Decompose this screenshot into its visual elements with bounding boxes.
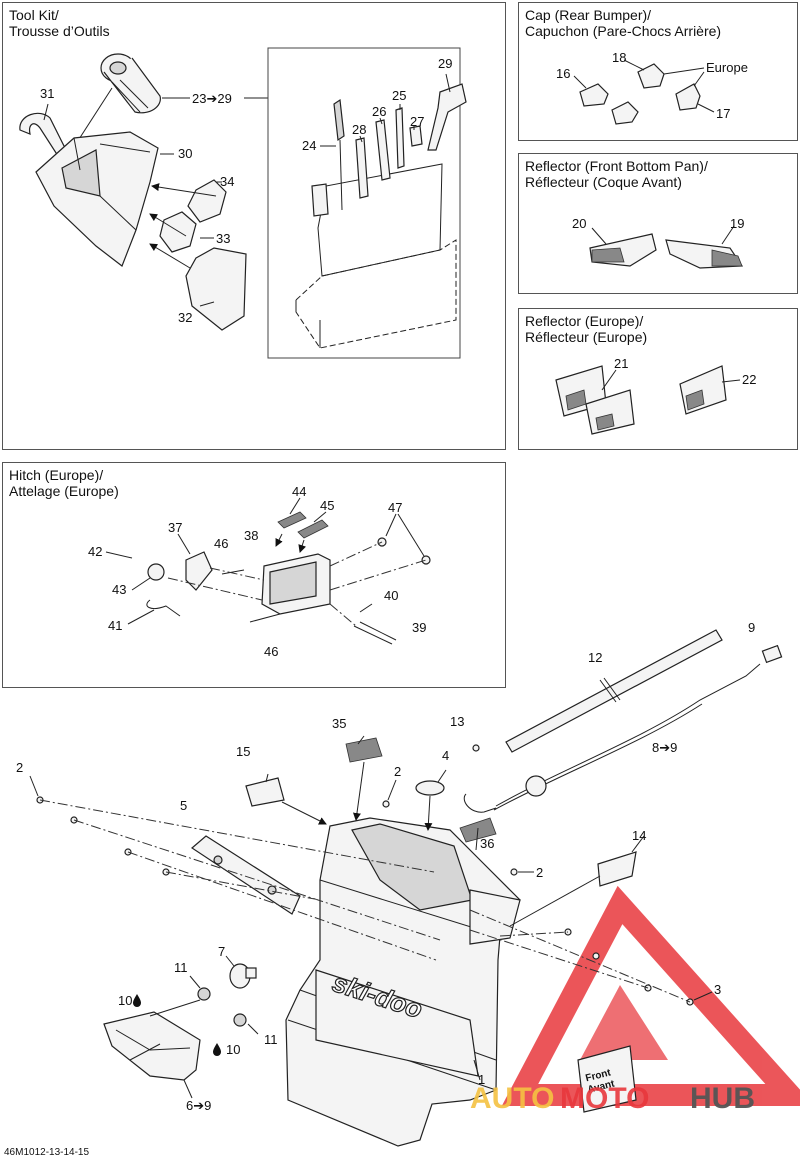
reflector-front-panel: Reflector (Front Bottom Pan)/ Réflecteur… [518,153,798,294]
callout: 17 [716,106,730,121]
callout: 25 [392,88,406,103]
cap-europe-label: Europe [706,60,748,75]
callouts-cap: 18 16 17 Europe [556,50,748,121]
callout: 37 [168,520,182,535]
callout: 15 [236,744,250,759]
figure-code: 46M1012-13-14-15 [4,1147,89,1158]
callout: 16 [556,66,570,81]
callout: 22 [742,372,756,387]
reflector-europe-title: Reflector (Europe)/ Réflecteur (Europe) [525,313,648,345]
tool-case-30 [35,131,159,267]
watermark-triangle [501,885,800,1106]
callout: 5 [180,798,187,813]
callout: 6➔9 [186,1098,211,1113]
watermark-moto: MOTO [560,1082,649,1115]
callout: 36 [480,836,494,851]
callout: 8➔9 [652,740,677,755]
callout: 31 [40,86,54,101]
callout: 9 [748,620,755,635]
callout: 10 [226,1042,240,1057]
callout: 45 [320,498,334,513]
drop-icon [213,1043,221,1056]
callout: 32 [178,310,192,325]
callout: 12 [588,650,602,665]
drop-icon [133,994,141,1007]
callouts-reflector-europe: 21 22 [614,356,756,387]
callouts-main: 9 12 13 8➔9 35 4 15 2 2 5 36 14 2 7 11 3… [16,620,755,1113]
callout: 43 [112,582,126,597]
callout: 41 [108,618,122,633]
callout: 11 [174,960,188,975]
callout: 34 [220,174,234,189]
tool-bag-cylinder [100,53,161,114]
callout: 27 [410,114,424,129]
callout: 7 [218,944,225,959]
callout: 21 [614,356,628,371]
cap-title: Cap (Rear Bumper)/ Capuchon (Pare-Chocs … [525,7,722,39]
cap-drawing [573,59,715,125]
callout: 30 [178,146,192,161]
callout: 46 [264,644,278,659]
callout: 39 [412,620,426,635]
callouts-reflector-front: 20 19 [572,216,744,231]
callout: 19 [730,216,744,231]
callout: 20 [572,216,586,231]
hitch-panel: Hitch (Europe)/ Attelage (Europe) [2,462,506,688]
callout: 2 [536,865,543,880]
callout: 2 [16,760,23,775]
callout: 18 [612,50,626,65]
main-assembly-drawing [29,629,783,1147]
callout: 10 [118,993,132,1008]
callout: 35 [332,716,346,731]
tool-kit-drawing [19,47,467,359]
callout: 29 [438,56,452,71]
callout: 14 [632,828,646,843]
strap-31 [19,112,67,157]
hitch-drawing [105,497,431,645]
callout: 47 [388,500,402,515]
callout: 38 [244,528,258,543]
callout: 40 [384,588,398,603]
callout: 26 [372,104,386,119]
callout: 2 [394,764,401,779]
callout: 42 [88,544,102,559]
callout: 23➔29 [192,91,232,106]
callouts-hitch: 44 45 47 37 46 38 42 43 40 41 39 46 [88,484,426,659]
callout: 46 [214,536,228,551]
watermark-auto: AUTO [470,1082,554,1115]
tool-kit-title: Tool Kit/ Trousse d’Outils [9,7,110,39]
callout: 3 [714,982,721,997]
reflector-front-drawing [589,225,744,269]
callout: 33 [216,231,230,246]
callout: 13 [450,714,464,729]
callout: 4 [442,748,449,763]
tail-light-6-9 [103,1011,201,1081]
callout: 11 [264,1032,278,1047]
callout: 24 [302,138,316,153]
reflector-front-title: Reflector (Front Bottom Pan)/ Réflecteur… [525,158,708,190]
hitch-title: Hitch (Europe)/ Attelage (Europe) [9,467,119,499]
watermark-hub: HUB [690,1082,755,1115]
watermark-text: AUTO MOTO HUB [470,1082,755,1115]
callout: 1 [478,1072,485,1087]
callouts-tool-kit: 31 23➔29 30 34 33 32 29 25 26 27 28 24 [40,56,452,325]
callout: 44 [292,484,306,499]
reflector-europe-drawing [555,365,741,435]
callout: 28 [352,122,366,137]
